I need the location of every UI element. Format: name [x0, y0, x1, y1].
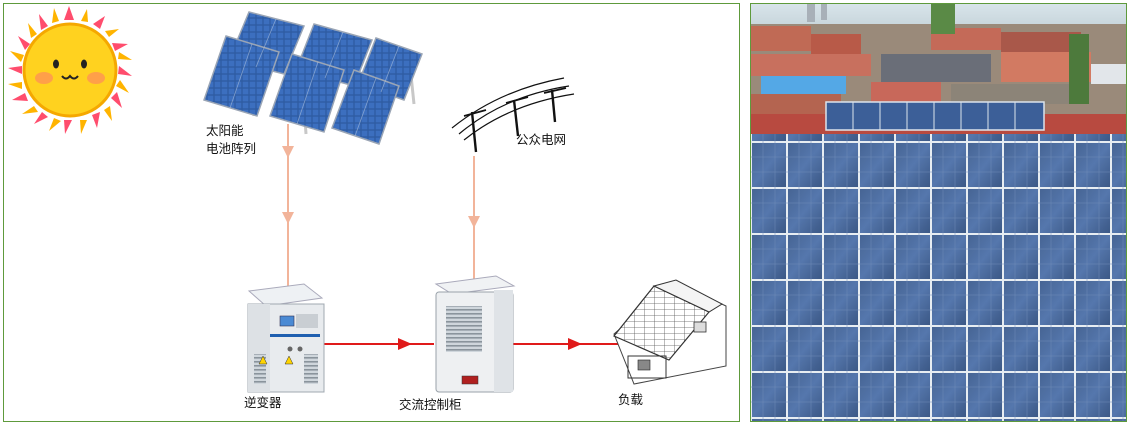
power-lines-icon: [451, 77, 575, 153]
house-load-icon: [613, 279, 727, 385]
sun-smiley-icon: [8, 6, 132, 134]
solar-array-label-line2: 电池阵列: [206, 141, 257, 156]
ac-control-cabinet-icon: [434, 275, 516, 393]
solar-panel-array-icon: [203, 11, 423, 145]
main-solar-panel-field: [751, 134, 1126, 421]
top-panel-row: [825, 101, 1045, 131]
system-diagram-panel: 太阳能 电池阵列 公众电网 逆变器 交流控制柜 负载: [3, 3, 740, 422]
ac-flow-arrows: [324, 338, 629, 350]
rooftop-solar-photo: [750, 3, 1127, 422]
photo-canvas: [751, 4, 1126, 421]
inverter-label: 逆变器: [244, 395, 282, 410]
load-label: 负载: [618, 392, 644, 407]
dc-flow-arrows: [282, 124, 480, 286]
solar-array-label-line1: 太阳能: [206, 123, 244, 138]
ac-cabinet-label: 交流控制柜: [399, 397, 462, 412]
inverter-cabinet-icon: [247, 283, 325, 393]
diagram-canvas: [8, 6, 727, 393]
public-grid-label: 公众电网: [516, 132, 567, 147]
